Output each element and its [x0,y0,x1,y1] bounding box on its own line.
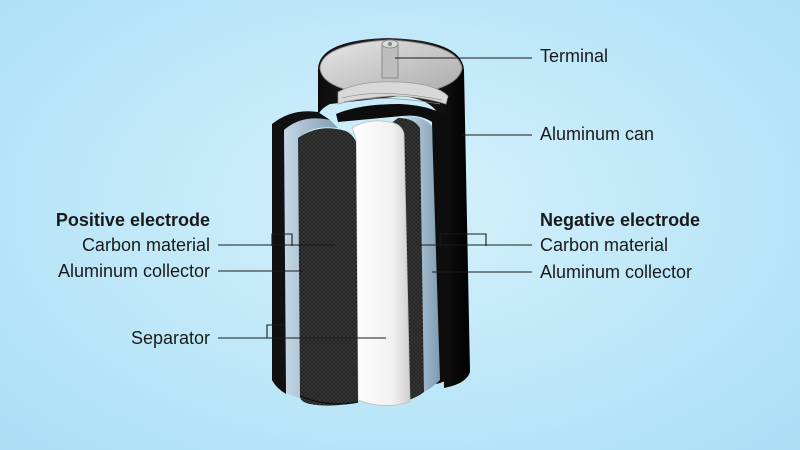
label-negative-carbon: Carbon material [540,235,669,255]
positive-carbon-sheet [298,128,358,406]
label-negative-electrode: Negative electrode [540,210,701,230]
leader-negative-bracket [439,233,487,246]
positive-outer-sheet [272,111,330,394]
label-positive-collector: Aluminum collector [57,261,210,281]
label-positive-carbon: Carbon material [81,235,210,255]
terminal-post [381,43,399,79]
label-terminal: Terminal [540,46,609,66]
label-negative-collector: Aluminum collector [540,262,693,282]
label-separator: Separator [130,328,210,348]
separator-sheet [351,120,411,406]
negative-collector-sheet [404,116,440,392]
rolled-layers [337,81,449,105]
leader-separator-bracket [266,324,285,338]
inner-can-sheet [336,104,452,384]
leader-positive-bracket [271,233,293,246]
label-positive-electrode: Positive electrode [55,210,210,230]
positive-collector-sheet [284,118,338,398]
label-aluminum-can: Aluminum can [540,124,655,144]
leader-lines [218,57,532,339]
